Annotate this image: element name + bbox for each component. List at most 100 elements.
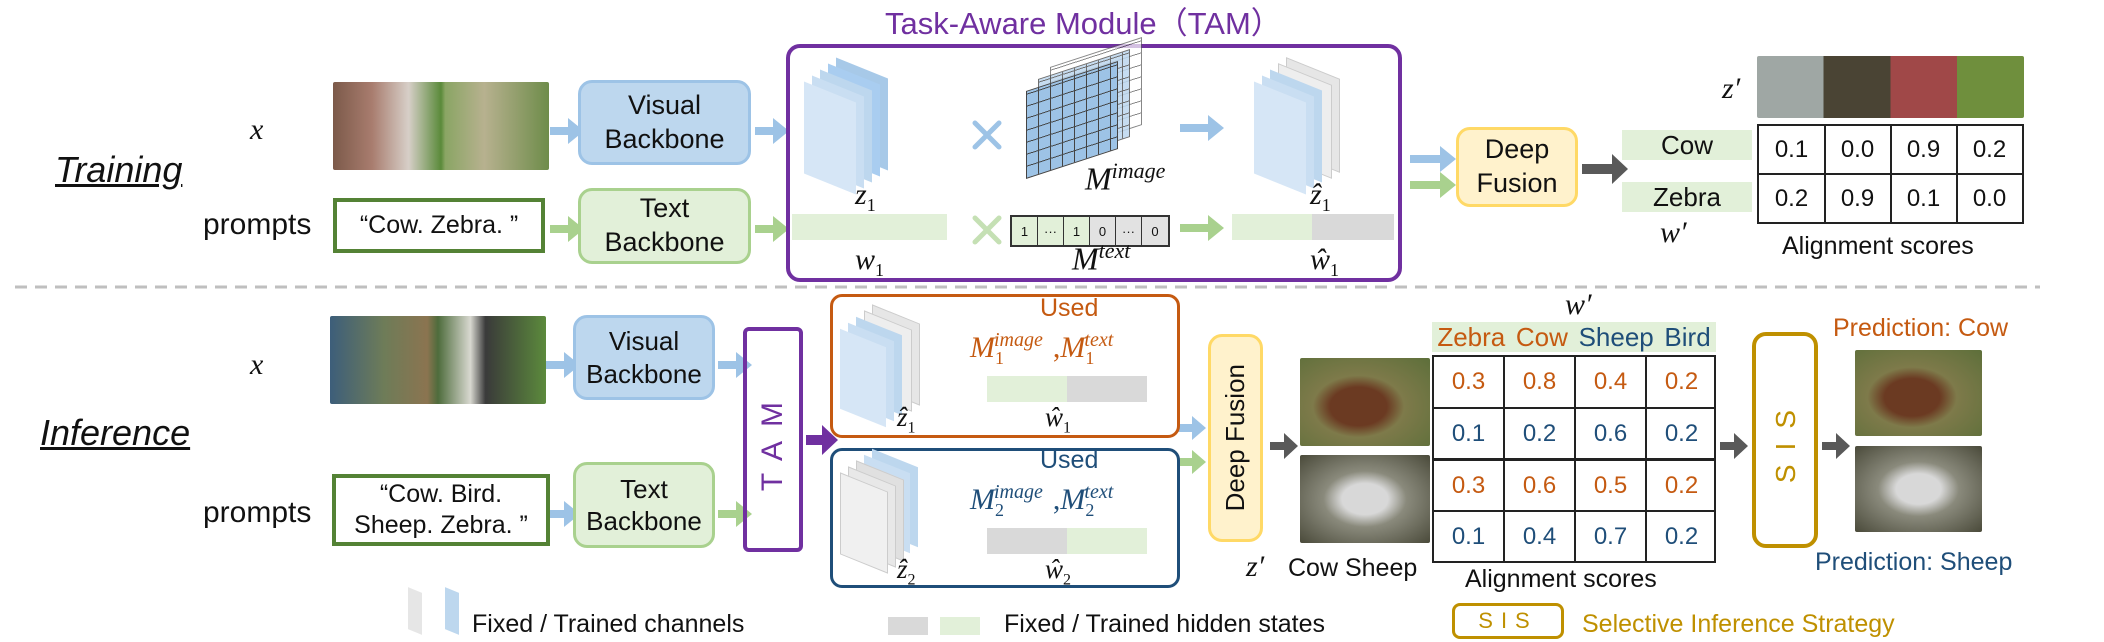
task2-mask-labels: M2image,M2text <box>970 481 1114 520</box>
tam-block: TAM <box>743 327 803 552</box>
arrow <box>1180 115 1224 141</box>
training-text-backbone: Text Backbone <box>578 188 751 264</box>
inference-arrows <box>546 352 1850 527</box>
training-z-prime-label: z′ <box>1722 72 1741 105</box>
score-cell: 0.0 <box>1972 184 2007 212</box>
score-cell: 0.2 <box>1664 368 1699 395</box>
legend-sis-text: Selective Inference Strategy <box>1582 610 1895 638</box>
prediction-sheep-image <box>1855 446 1982 532</box>
z1-hat-label: ẑ1 <box>1310 178 1331 215</box>
tam-label: TAM <box>756 387 790 492</box>
score-cell: 0.0 <box>1840 135 1875 163</box>
class-zebra: Zebra <box>1437 321 1506 352</box>
class-sheep: Sheep <box>1578 321 1654 352</box>
training-class-label: Cow <box>1622 130 1752 160</box>
task1-feature-stack <box>838 304 948 428</box>
z1-hat-feature-stack <box>1246 57 1386 195</box>
w1-hat-bar-trained <box>1232 214 1312 240</box>
prediction-cow-label: Prediction: Cow <box>1833 314 2009 342</box>
task2-w-hat-label: ŵ2 <box>1045 554 1072 589</box>
score-cell: 0.1 <box>1451 419 1486 447</box>
used-label: Used <box>1040 446 1099 474</box>
arrow <box>1180 215 1224 241</box>
arrow <box>806 425 838 455</box>
inference-deep-fusion: Deep Fusion <box>1208 334 1263 542</box>
arrow <box>550 118 584 144</box>
arrow <box>546 501 580 527</box>
inference-crop-cow <box>1300 358 1430 446</box>
task2-feature-stack <box>838 448 948 574</box>
diagram-title: Task-Aware Module（TAM） <box>885 6 1282 41</box>
m-text-mask-vector: 1 ··· 1 0 ··· 0 <box>1010 215 1170 247</box>
inference-text-backbone: Text Backbone <box>573 462 715 548</box>
score-cell: 0.2 <box>1774 184 1809 212</box>
inference-scores-caption: Alignment scores <box>1465 565 1657 593</box>
task2-hidden-trained <box>1067 528 1147 554</box>
w1-label: w1 <box>855 243 885 280</box>
training-label: Training <box>55 149 183 190</box>
x-label: x <box>250 348 264 381</box>
score-cell: 0.1 <box>1451 522 1486 550</box>
multiply-signs <box>972 120 1002 245</box>
legend-sis-box: SIS <box>1452 603 1564 639</box>
class-cow: Cow <box>1515 321 1568 352</box>
prediction-sheep-label: Prediction: Sheep <box>1815 548 2013 576</box>
score-cell: 0.4 <box>1522 522 1557 550</box>
legend-fixed-hidden-icon <box>888 617 928 635</box>
score-cell: 0.2 <box>1664 522 1699 550</box>
arrow <box>755 118 789 144</box>
task1-hidden-fixed <box>1067 376 1147 402</box>
legend-trained-channel-icon <box>445 587 459 635</box>
score-cell: 0.1 <box>1906 184 1941 212</box>
inference-score-table: 0.3 0.8 0.4 0.2 0.1 0.2 0.6 0.2 0.3 0.6 … <box>1432 355 1716 563</box>
score-cell: 0.4 <box>1593 368 1628 395</box>
z1-label: z1 <box>855 178 876 215</box>
score-cell: 0.3 <box>1451 368 1486 395</box>
arrow <box>1178 416 1206 440</box>
score-cell: 0.6 <box>1522 471 1557 499</box>
task1-mask-labels: M1image,M1text <box>970 329 1114 368</box>
legend-fixed-channel-icon <box>408 587 422 635</box>
w1-hat-bar-fixed <box>1312 214 1394 240</box>
m1-image-label: Mimage <box>1085 158 1166 197</box>
task1-z-hat-label: ẑ1 <box>897 402 916 437</box>
task2-used-box <box>830 448 1180 588</box>
x-label: x <box>250 113 264 146</box>
z1-feature-stack <box>802 57 932 195</box>
inference-w-prime-label: w′ <box>1565 288 1592 321</box>
sis-label: SIS <box>1769 396 1801 484</box>
score-cell: 0.7 <box>1593 522 1628 550</box>
task1-hidden-trained <box>987 376 1067 402</box>
score-cell: 0.5 <box>1593 471 1628 499</box>
m-image-mask-grid <box>1020 37 1160 179</box>
task2-hidden-fixed <box>987 528 1067 554</box>
training-scores-caption: Alignment scores <box>1782 232 1974 260</box>
inference-class-header: Zebra Cow Sheep Bird <box>1432 322 1716 352</box>
tam-frame <box>786 44 1402 282</box>
legend-channels-text: Fixed / Trained channels <box>472 610 745 638</box>
score-cell: 0.9 <box>1840 184 1875 212</box>
inference-label: Inference <box>40 412 191 453</box>
legend-hidden-text: Fixed / Trained hidden states <box>1004 610 1326 638</box>
training-prompt-box: “Cow. Zebra. ” <box>333 198 545 253</box>
inference-crop-caption: Cow Sheep <box>1288 554 1418 582</box>
score-cell: 0.9 <box>1906 135 1941 163</box>
inference-prompt-box: “Cow. Bird. Sheep. Zebra. ” <box>332 474 550 546</box>
score-cell: 0.8 <box>1522 368 1557 395</box>
arrow <box>1720 433 1748 459</box>
training-w-prime-label: w′ <box>1660 216 1687 249</box>
training-score-table: 0.1 0.0 0.9 0.2 0.2 0.9 0.1 0.0 <box>1757 124 2024 224</box>
arrow <box>546 352 580 378</box>
m1-text-label: Mtext <box>1072 238 1131 277</box>
score-cell: 0.3 <box>1451 471 1486 499</box>
legend-trained-hidden-icon <box>940 617 980 635</box>
score-cell: 0.2 <box>1972 135 2007 163</box>
task2-z-hat-label: ẑ2 <box>897 554 916 589</box>
prompts-label: prompts <box>203 208 312 241</box>
task1-w-hat-label: ŵ1 <box>1045 402 1072 437</box>
w1-hidden-state-bar <box>792 214 947 240</box>
w1-hat-label: ŵ1 <box>1310 243 1340 280</box>
prediction-cow-image <box>1855 350 1982 436</box>
inference-visual-backbone: Visual Backbone <box>573 315 715 400</box>
training-visual-backbone: Visual Backbone <box>578 80 751 165</box>
